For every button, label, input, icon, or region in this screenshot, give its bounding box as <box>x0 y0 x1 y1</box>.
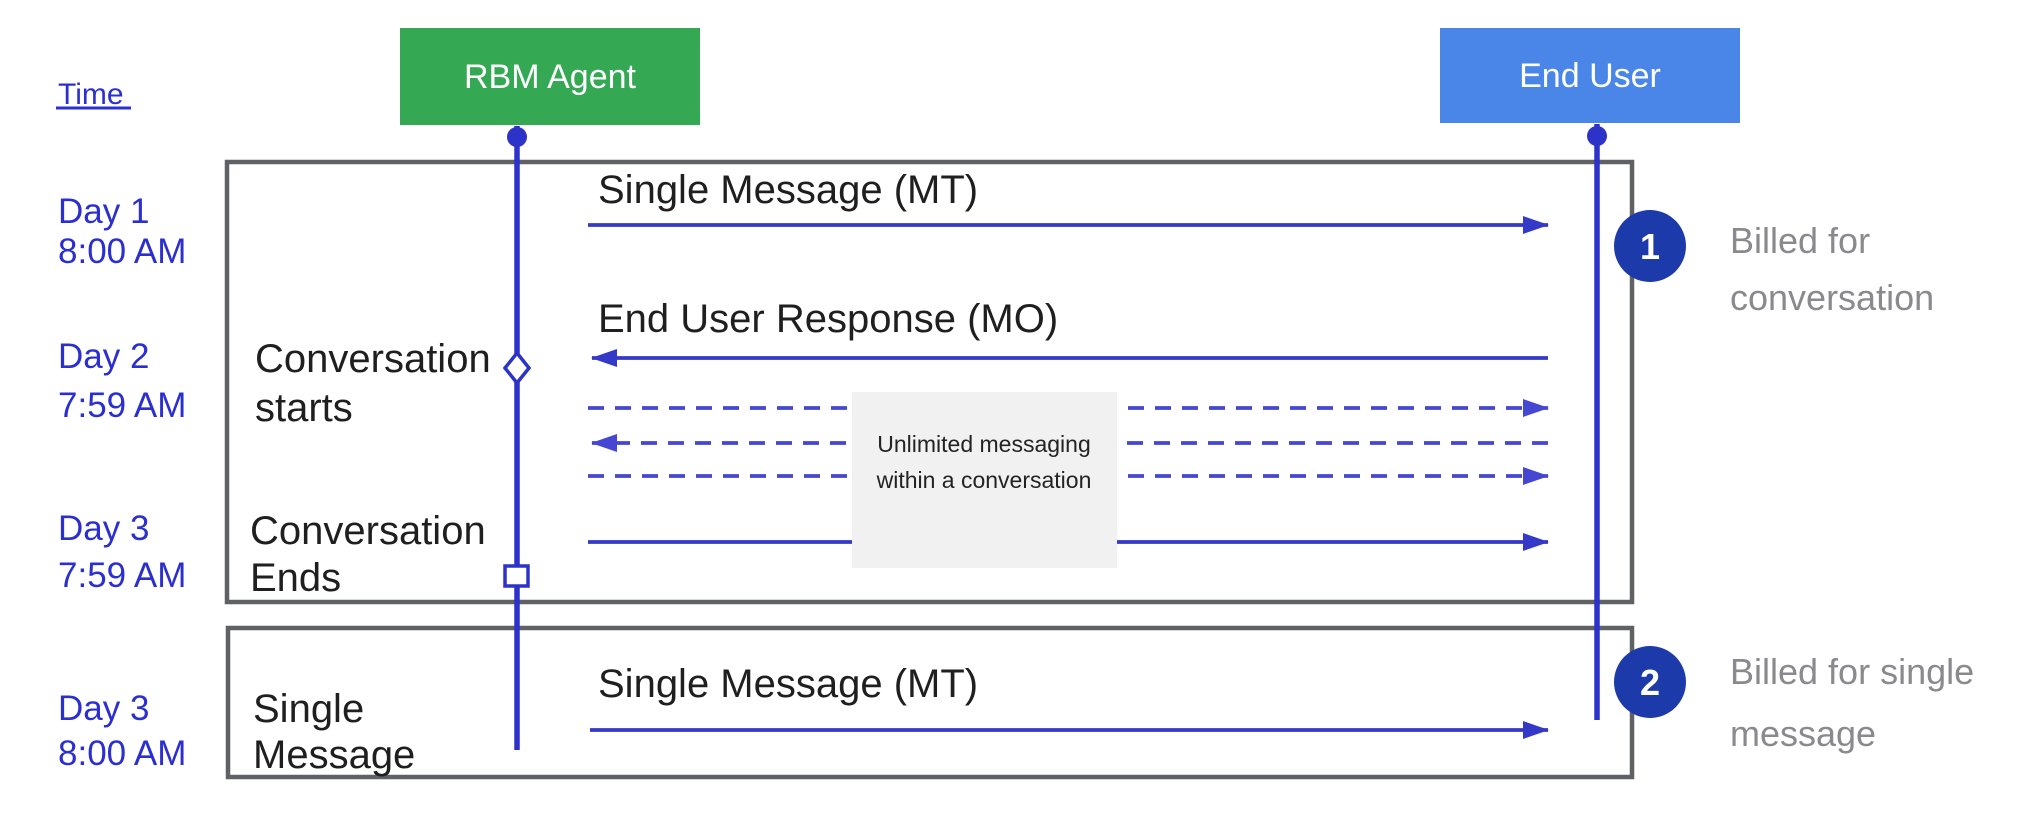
billed-for-conversation-line2: conversation <box>1730 277 1934 318</box>
single-message-line2: Message <box>253 733 415 777</box>
unlimited-messaging-info-box <box>852 392 1117 568</box>
single-message-mt-2-label: Single Message (MT) <box>598 662 978 706</box>
timeline-time-4: 8:00 AM <box>58 734 186 773</box>
timeline-time-1: 8:00 AM <box>58 232 186 271</box>
conversation-ends-line1: Conversation <box>250 509 486 553</box>
single-message-mt-label: Single Message (MT) <box>598 168 978 212</box>
conversation-starts-line1: Conversation <box>255 337 491 381</box>
rbm-agent-label: RBM Agent <box>464 58 637 96</box>
single-message-line1: Single <box>253 687 364 731</box>
timeline-day-1: Day 1 <box>58 192 149 231</box>
end-user-response-mo-label: End User Response (MO) <box>598 297 1058 341</box>
agent-lifeline-start-dot <box>507 127 527 147</box>
rbm-agent-actor-box <box>400 28 700 125</box>
timeline-time-2: 7:59 AM <box>58 386 186 425</box>
time-axis-label: Time <box>58 78 124 111</box>
timeline-day-3: Day 3 <box>58 509 149 548</box>
info-box-line2: within a conversation <box>876 467 1092 493</box>
end-user-lifeline-start-dot <box>1587 126 1607 146</box>
conversation-ends-line2: Ends <box>250 556 341 600</box>
timeline-day-2: Day 2 <box>58 337 149 376</box>
billed-for-single-message-line1: Billed for single <box>1730 651 1974 692</box>
single-message-frame <box>225 625 1635 780</box>
billed-for-single-message-line2: message <box>1730 713 1876 754</box>
badge-1-circle <box>1614 210 1686 282</box>
timeline-time-3: 7:59 AM <box>58 556 186 595</box>
badge-2-circle <box>1614 646 1686 718</box>
end-user-actor-box <box>1440 28 1740 123</box>
badge-2-number: 2 <box>1640 662 1660 703</box>
timeline-day-4: Day 3 <box>58 689 149 728</box>
info-box-line1: Unlimited messaging <box>877 431 1090 457</box>
conversation-start-diamond-marker <box>502 350 532 386</box>
end-user-label: End User <box>1519 57 1661 95</box>
conversation-starts-line2: starts <box>255 386 353 430</box>
badge-1-number: 1 <box>1640 226 1660 267</box>
billed-for-conversation-line1: Billed for <box>1730 220 1870 261</box>
conversation-end-square-marker <box>503 564 530 588</box>
